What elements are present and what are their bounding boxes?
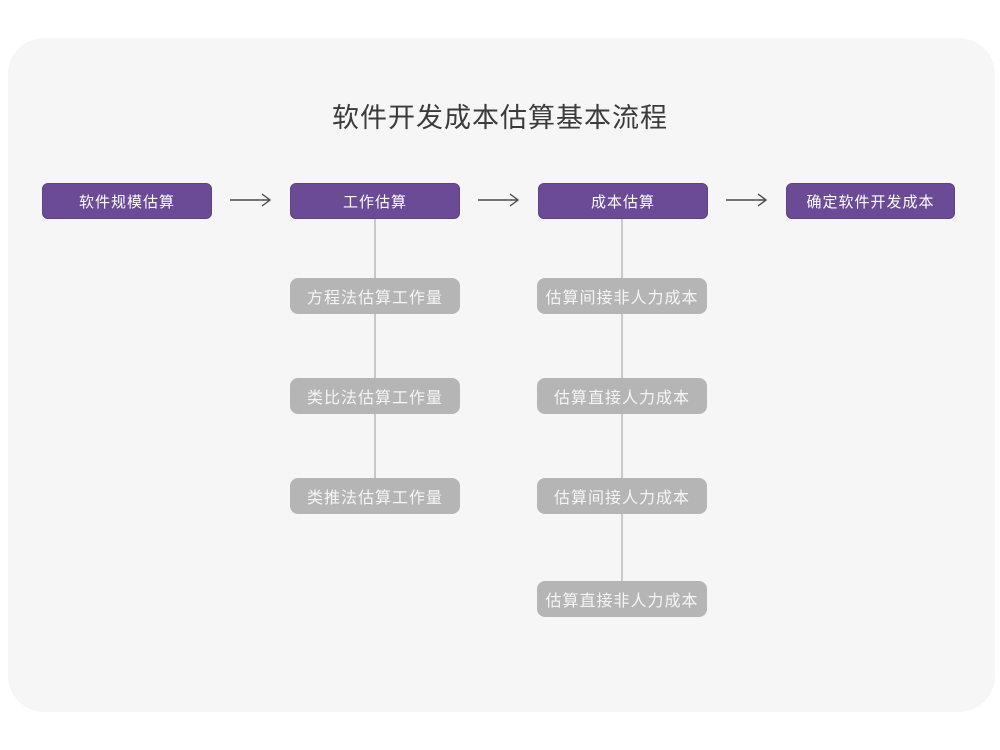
sub-node-analogy-method: 类比法估算工作量 [290, 378, 460, 414]
flow-node-determine-development-cost: 确定软件开发成本 [786, 183, 955, 219]
sub-node-label: 方程法估算工作量 [306, 290, 443, 307]
flow-node-label: 工作估算 [342, 193, 407, 211]
flow-node-work-estimation: 工作估算 [290, 183, 460, 219]
flow-node-software-scale-estimation: 软件规模估算 [42, 183, 212, 219]
right-arrow-icon [476, 192, 522, 208]
sub-node-direct-labor-cost: 估算直接人力成本 [537, 378, 707, 414]
sub-node-label: 估算间接人力成本 [553, 490, 690, 507]
flow-node-cost-estimation: 成本估算 [538, 183, 708, 219]
sub-node-label: 类推法估算工作量 [306, 490, 443, 507]
flow-node-label: 软件规模估算 [78, 193, 175, 211]
right-arrow-icon [724, 192, 770, 208]
sub-node-equation-method: 方程法估算工作量 [290, 278, 460, 314]
sub-node-label: 估算间接非人力成本 [545, 290, 699, 307]
flow-node-label: 确定软件开发成本 [806, 193, 935, 211]
sub-node-label: 估算直接人力成本 [553, 390, 690, 407]
work-column-connector-line [374, 219, 376, 500]
sub-node-label: 类比法估算工作量 [306, 390, 443, 407]
diagram-title: 软件开发成本估算基本流程 [332, 103, 668, 133]
right-arrow-icon [228, 192, 274, 208]
sub-node-label: 估算直接非人力成本 [545, 593, 699, 610]
sub-node-direct-nonlabor-cost: 估算直接非人力成本 [537, 581, 707, 617]
sub-node-indirect-labor-cost: 估算间接人力成本 [537, 478, 707, 514]
diagram-canvas [8, 38, 995, 712]
flow-node-label: 成本估算 [590, 193, 655, 211]
sub-node-extrapolation-method: 类推法估算工作量 [290, 478, 460, 514]
sub-node-indirect-nonlabor-cost: 估算间接非人力成本 [537, 278, 707, 314]
